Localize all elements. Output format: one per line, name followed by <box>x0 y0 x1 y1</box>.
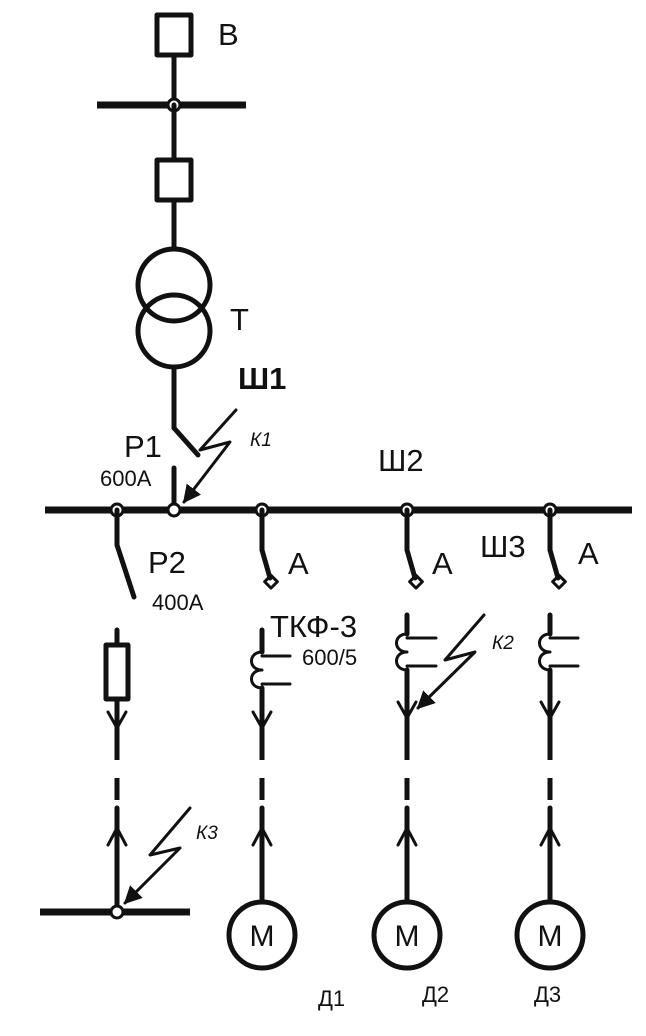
breaker-a1-contact <box>263 573 279 590</box>
motor-d1 <box>226 899 298 971</box>
source-breaker-box <box>154 12 194 58</box>
breaker-a2-contact <box>408 573 424 590</box>
switch-p1-blade <box>171 425 201 458</box>
switch-p2-label: Р2 <box>148 545 186 580</box>
breaker-a2-label: А <box>432 546 453 581</box>
fault-k1-label: К1 <box>250 430 272 451</box>
main-bus-node <box>166 502 182 518</box>
breaker-a1-label: А <box>288 546 309 581</box>
source-section: В <box>97 12 246 251</box>
plug-connector-icon <box>251 710 273 730</box>
fault-k3-arrow <box>123 806 192 905</box>
motor-d3 <box>514 899 586 971</box>
motor-d2-name: Д2 <box>422 982 449 1007</box>
motor-d3-name: Д3 <box>534 982 561 1007</box>
socket-connector-icon <box>396 826 418 847</box>
motor-d1-symbol: М <box>250 920 275 953</box>
breaker-a3-blade <box>547 547 561 581</box>
ct1-secondary-leads <box>260 654 292 686</box>
feeder-d2: А М Д2 <box>371 507 453 1007</box>
motor-d1-name: Д1 <box>318 986 345 1011</box>
current-transformer-icon <box>538 632 552 672</box>
transformer-label: Т <box>230 302 249 337</box>
switch-p1: Р1 600А <box>100 425 201 513</box>
bus3-label: Ш3 <box>480 529 526 564</box>
ct3-secondary-leads <box>548 636 580 668</box>
current-transformer-icon <box>250 650 264 690</box>
fault-k1-arrow <box>182 408 238 504</box>
socket-connector-icon <box>539 826 561 847</box>
breaker-a3-label: А <box>578 536 599 571</box>
lower-bus-node <box>109 904 125 920</box>
ct-ratio-label: 600/5 <box>302 645 357 670</box>
bus2-label: Ш2 <box>378 443 424 478</box>
transformer-breaker-box <box>154 157 194 203</box>
plug-connector-icon <box>396 700 418 720</box>
fault-k3-label: К3 <box>196 823 218 844</box>
breaker-a2-blade <box>404 547 418 581</box>
transformer-primary-winding <box>135 246 213 324</box>
socket-connector-icon <box>106 826 128 847</box>
socket-connector-icon <box>251 826 273 847</box>
switch-p2-rating: 400А <box>152 590 204 615</box>
source-label: В <box>218 17 239 52</box>
switch-p2-blade <box>114 542 137 600</box>
transformer-secondary-winding <box>135 292 213 370</box>
motor-d3-symbol: М <box>538 920 563 953</box>
branch-p2: Р2 400А <box>40 507 204 920</box>
fault-k2: К2 <box>416 613 514 710</box>
plug-connector-icon <box>539 700 561 720</box>
motor-d2 <box>371 899 443 971</box>
transformer: Т Ш1 <box>135 246 286 431</box>
feeder-d3: Ш3 А М Д3 <box>480 507 599 1007</box>
fault-k1: К1 <box>182 408 272 504</box>
switch-p1-rating: 600А <box>100 466 152 491</box>
switch-p1-label: Р1 <box>124 429 162 464</box>
fuse <box>103 642 131 702</box>
ct2-secondary-leads <box>405 636 438 668</box>
fault-k3: К3 <box>123 806 218 905</box>
current-transformer-icon <box>395 632 409 672</box>
ct-type-label: ТКФ-3 <box>270 609 357 644</box>
plug-connector-icon <box>106 710 128 730</box>
feeder-d1: А ТКФ-3 600/5 М Д1 <box>226 507 357 1011</box>
breaker-a3-contact <box>551 573 567 590</box>
bus1-label: Ш1 <box>238 361 286 396</box>
fault-k2-label: К2 <box>492 633 514 654</box>
fault-k2-arrow <box>416 613 486 710</box>
motor-d2-symbol: М <box>395 920 420 953</box>
breaker-a1-blade <box>259 547 273 581</box>
